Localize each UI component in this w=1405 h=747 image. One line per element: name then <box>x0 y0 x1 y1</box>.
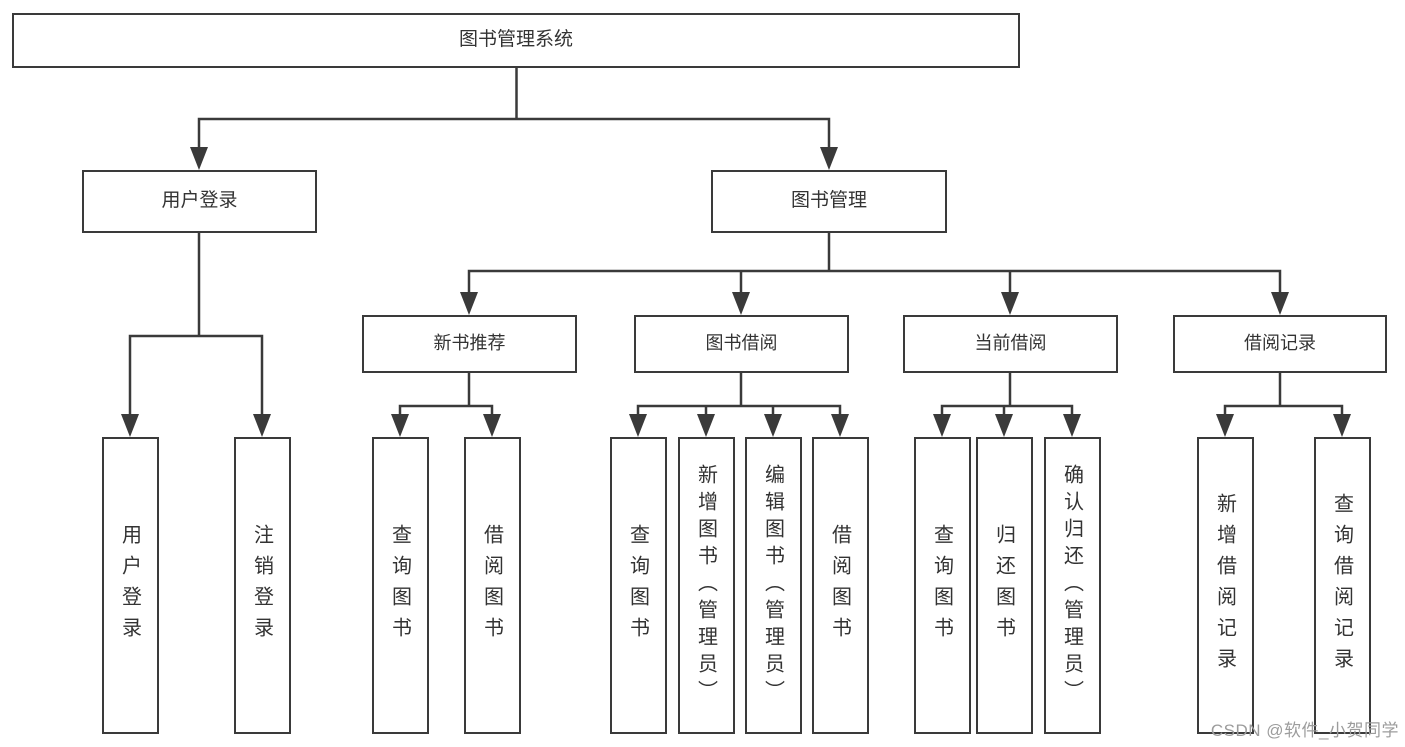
leaf-record-query-borrow-record: 查询借阅记录 <box>1313 437 1371 734</box>
node-book-borrowing: 图书借阅 <box>634 315 849 373</box>
leaf-borrow-borrow-books: 借阅图书 <box>811 437 869 734</box>
node-borrow-records: 借阅记录 <box>1173 315 1387 373</box>
leaf-user-login: 用户登录 <box>101 437 159 734</box>
leaf-borrow-query-books: 查询图书 <box>609 437 667 734</box>
leaf-newbook-query-books: 查询图书 <box>371 437 429 734</box>
leaf-borrow-add-books-admin: 新增图书（管理员） <box>677 437 735 734</box>
node-user-login: 用户登录 <box>82 170 317 233</box>
arrowheads <box>121 147 1351 437</box>
leaf-newbook-borrow-books: 借阅图书 <box>463 437 521 734</box>
leaf-record-add-borrow-record: 新增借阅记录 <box>1196 437 1254 734</box>
csdn-watermark: CSDN @软件_小贺同学 <box>1210 721 1399 740</box>
leaf-current-confirm-return-admin: 确认归还（管理员） <box>1043 437 1101 734</box>
leaf-borrow-edit-books-admin: 编辑图书（管理员） <box>744 437 802 734</box>
node-current-borrowing: 当前借阅 <box>903 315 1118 373</box>
leaf-logout: 注销登录 <box>233 437 291 734</box>
node-new-book-recommend: 新书推荐 <box>362 315 577 373</box>
node-book-management: 图书管理 <box>711 170 947 233</box>
node-root-system: 图书管理系统 <box>12 13 1020 68</box>
leaf-current-return-books: 归还图书 <box>975 437 1033 734</box>
elbow-connectors <box>128 65 1344 422</box>
leaf-current-query-books: 查询图书 <box>913 437 971 734</box>
